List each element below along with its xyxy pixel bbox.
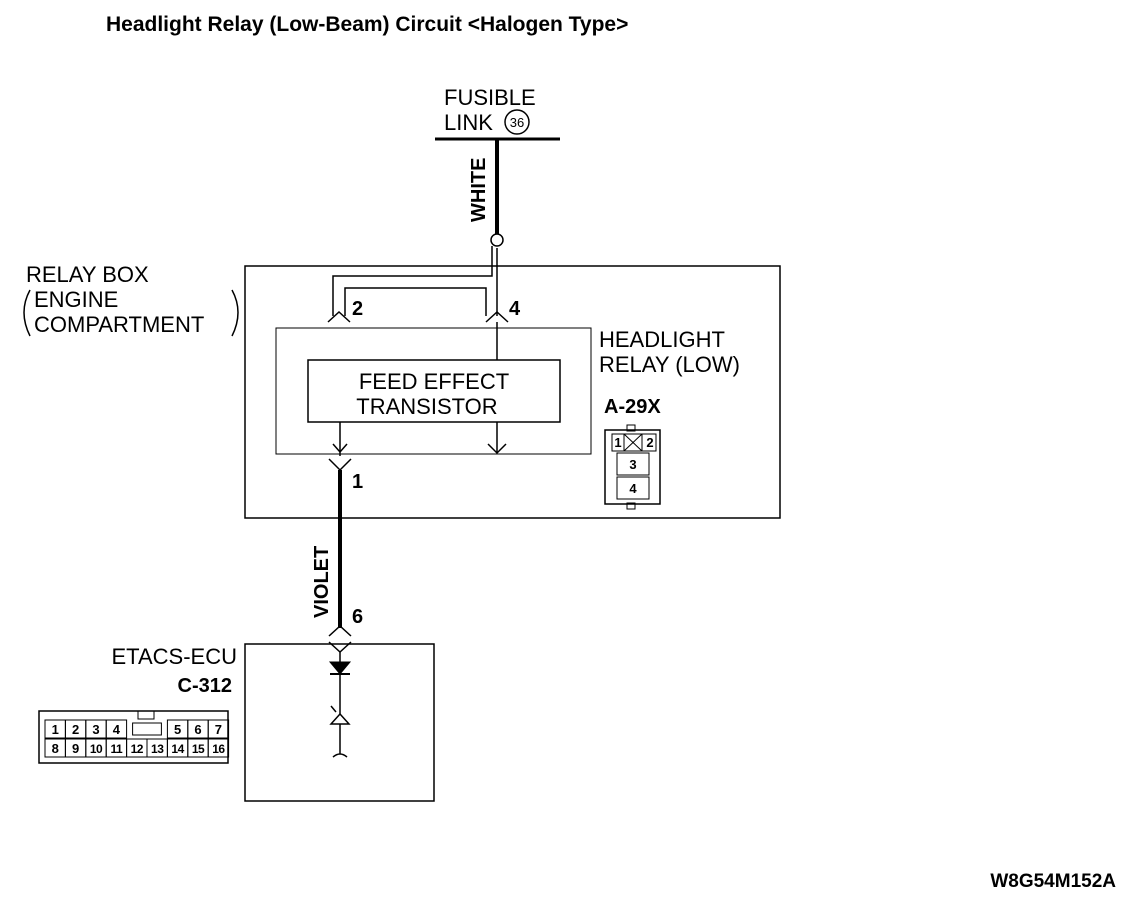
a29x-key-top — [626, 424, 636, 432]
c312-pin-cell — [207, 738, 230, 758]
a29x-row3 — [616, 476, 650, 500]
pin2-connector-mark — [327, 310, 351, 323]
headlight-relay-box — [275, 327, 592, 455]
c312-connector-face — [38, 710, 229, 764]
diode-icon — [328, 661, 352, 675]
a29x-pin-3: 3 — [629, 457, 636, 472]
a29x-row1 — [611, 433, 657, 452]
c312-pin-label: 14 — [171, 742, 184, 756]
pin4-connector-mark — [485, 310, 509, 323]
fusible-link-label-line1: FUSIBLE — [444, 85, 536, 110]
a29x-connector-face — [604, 429, 661, 505]
relay-name-line2: RELAY (LOW) — [599, 352, 740, 377]
diagram-code: W8G54M152A — [990, 871, 1116, 892]
pin1-label: 1 — [352, 471, 363, 493]
switching-element-icon — [329, 712, 351, 725]
relay-connector-code: A-29X — [604, 396, 661, 418]
wire-to-pin2 — [332, 246, 493, 316]
a29x-pin-4: 4 — [629, 481, 637, 496]
pin1-connector-mark — [328, 458, 352, 472]
c312-pin-cell — [207, 719, 230, 739]
switching-element-tick — [330, 705, 337, 713]
splice-point — [490, 233, 504, 247]
c312-pin-label: 4 — [113, 722, 121, 737]
diagram-title: Headlight Relay (Low-Beam) Circuit <Halo… — [106, 13, 628, 36]
c312-pin-label: 15 — [192, 742, 205, 756]
relay-box — [244, 265, 781, 519]
c312-pin-label: 5 — [174, 722, 181, 737]
c312-pin-label: 2 — [72, 722, 79, 737]
relay-box-label-line2: ENGINE — [34, 287, 118, 312]
ecu-connector-code: C-312 — [178, 675, 232, 697]
a29x-cross-b — [623, 433, 643, 452]
c312-pin-label: 13 — [151, 742, 164, 756]
a29x-pin-1: 1 — [614, 435, 621, 450]
c312-key-slot — [132, 722, 162, 736]
c312-pin-label: 8 — [52, 741, 59, 756]
pin6-connector-mark-top — [328, 624, 352, 637]
c312-pin-label: 16 — [212, 742, 225, 756]
a29x-pin-2: 2 — [646, 435, 653, 450]
pin4-label: 4 — [509, 298, 521, 320]
relay-box-label-line3: COMPARTMENT — [34, 312, 204, 337]
c312-pin-label: 11 — [111, 742, 124, 756]
arrow-down-2 — [487, 443, 507, 455]
a29x-key-bottom — [626, 502, 636, 510]
relay-box-label-line1: RELAY BOX — [26, 262, 149, 287]
pin2-label: 2 — [352, 298, 363, 320]
wire-color-violet: VIOLET — [311, 546, 333, 618]
c312-pin-label: 9 — [72, 741, 79, 756]
a29x-row2 — [616, 452, 650, 476]
etacs-ecu-box — [244, 643, 435, 802]
relay-name-line1: HEADLIGHT — [599, 327, 725, 352]
fusible-link-number: 36 — [510, 115, 524, 130]
relay-box-paren-left — [23, 289, 31, 337]
transistor-label-line1: FEED EFFECT — [359, 369, 509, 394]
ground-icon — [332, 753, 348, 758]
wire-pin2-loop — [344, 287, 487, 316]
c312-pin-label: 10 — [90, 742, 103, 756]
c312-pin-label: 7 — [215, 722, 222, 737]
c312-pin-label: 1 — [52, 722, 59, 737]
c312-pin-cell — [105, 719, 128, 739]
wire-color-white: WHITE — [468, 158, 490, 222]
fusible-link-number-circle — [504, 109, 530, 135]
arrow-down-1 — [332, 443, 348, 454]
transistor-label-line2: TRANSISTOR — [356, 394, 497, 419]
pin6-label: 6 — [352, 606, 363, 628]
fusible-link-label-line2: LINK — [444, 110, 493, 135]
c312-pin-label: 6 — [194, 722, 201, 737]
c312-pin-label: 12 — [131, 742, 144, 756]
relay-box-paren-right — [231, 289, 239, 337]
ecu-name: ETACS-ECU — [112, 644, 238, 669]
c312-key — [137, 710, 155, 720]
c312-pin-label: 3 — [92, 722, 99, 737]
transistor-box — [307, 359, 561, 423]
